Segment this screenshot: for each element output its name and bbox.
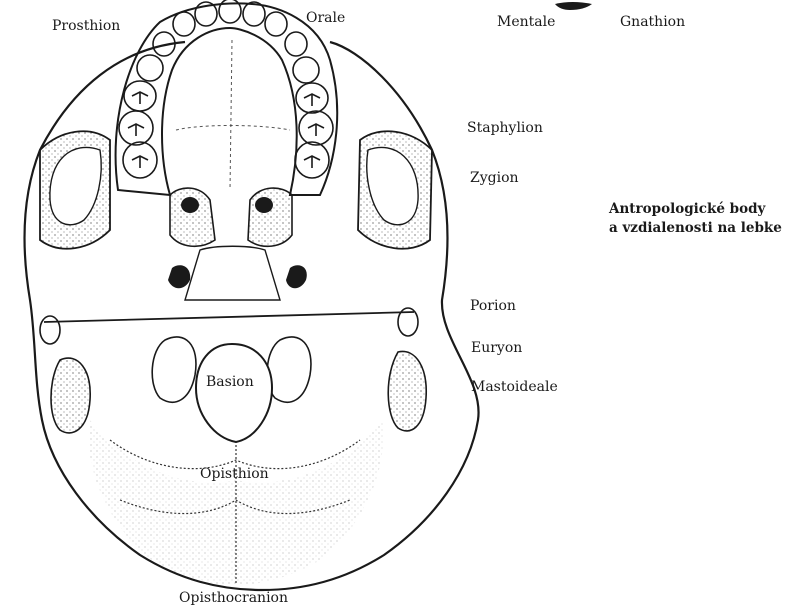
title-line-2: a vzdialenosti na lebke [609,219,782,238]
label-euryon: Euryon [471,340,522,356]
label-mentale: Mentale [497,14,555,30]
foramen-right [255,197,273,213]
label-mastoideale: Mastoideale [471,379,558,395]
dental-arch [116,3,338,195]
basioccipital [185,246,280,300]
teeth [119,0,333,178]
palate-suture [176,40,290,190]
foramen-lacerum [168,265,307,288]
label-opisthion: Opisthion [200,466,269,482]
title-line-1: Antropologické body [609,200,782,219]
label-orale: Orale [306,10,345,26]
foramen-magnum [196,344,272,442]
label-gnathion: Gnathion [620,14,685,30]
porion-line [44,312,414,322]
occipital-region-shading [89,420,384,585]
occipital-condyle-right [267,337,311,402]
mandible-fragment [555,2,592,10]
label-porion: Porion [470,298,516,314]
choanae [170,188,292,246]
diagram-title: Antropologické body a vzdialenosti na le… [609,200,782,238]
mastoid-left [51,358,90,433]
label-staphylion: Staphylion [467,120,543,136]
label-prosthion: Prosthion [52,18,120,34]
foramen-left [181,197,199,213]
ear-canal-left [40,316,60,344]
label-basion: Basion [206,374,254,390]
mastoid-right [388,351,426,430]
label-zygion: Zygion [470,170,519,186]
label-opisthocranion: Opisthocranion [179,590,288,606]
occipital-condyle-left [152,337,196,402]
